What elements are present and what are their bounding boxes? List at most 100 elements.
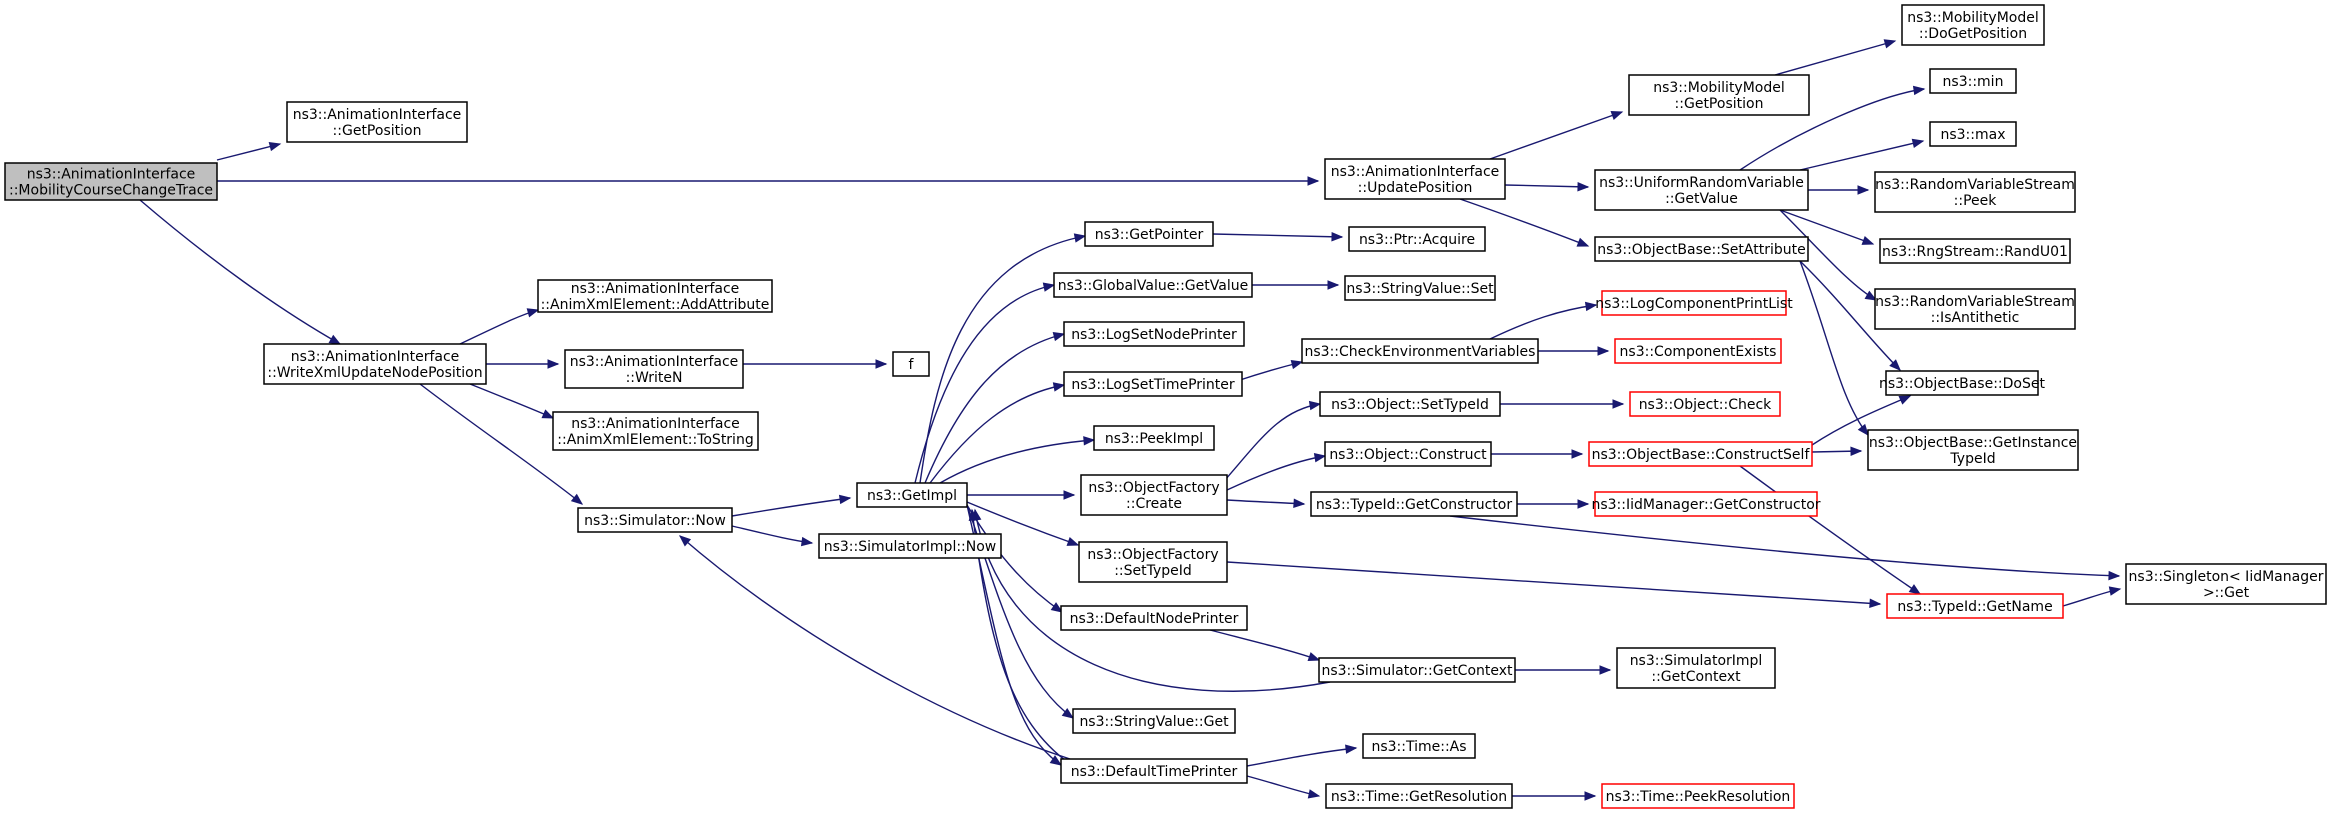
graph-node-n15[interactable]: ns3::AnimationInterface::AnimXmlElement:… bbox=[537, 279, 773, 313]
node-label-line: ::IsAntithetic bbox=[1931, 310, 2020, 326]
node-box bbox=[1344, 275, 1496, 301]
graph-node-n38[interactable]: ns3::IidManager::GetConstructor bbox=[1591, 491, 1821, 517]
graph-node-n47[interactable]: ns3::Time::As bbox=[1362, 733, 1476, 759]
arrowhead-n37-n41 bbox=[2108, 570, 2121, 581]
graph-node-n26[interactable]: ns3::LogSetNodePrinter bbox=[1063, 321, 1245, 347]
graph-node-n2[interactable]: ns3::AnimationInterface::UpdatePosition bbox=[1324, 158, 1506, 200]
edge-n3-n19 bbox=[419, 383, 583, 505]
graph-node-n23[interactable]: ns3::Ptr::Acquire bbox=[1348, 226, 1486, 252]
graph-node-n48[interactable]: ns3::Time::GetResolution bbox=[1325, 783, 1513, 809]
edge-n20-n31 bbox=[939, 439, 1095, 484]
arrowhead-n20-n22 bbox=[1073, 233, 1087, 243]
edge-n42-n43 bbox=[1209, 629, 1320, 661]
arrowhead-n6-n10 bbox=[1861, 235, 1875, 245]
node-box bbox=[577, 507, 733, 533]
graph-node-n32[interactable]: ns3::ObjectFactory::Create bbox=[1080, 474, 1228, 516]
graph-node-n22[interactable]: ns3::GetPointer bbox=[1084, 221, 1214, 247]
nodes-layer: ns3::AnimationInterface::MobilityCourseC… bbox=[4, 4, 2327, 809]
graph-node-n19[interactable]: ns3::Simulator::Now bbox=[577, 507, 733, 533]
graph-node-n44[interactable]: ns3::SimulatorImpl::GetContext bbox=[1616, 647, 1776, 689]
node-label-line: ::AnimXmlElement::AddAttribute bbox=[541, 297, 770, 313]
node-box bbox=[1594, 491, 1818, 517]
graph-node-n8[interactable]: ns3::max bbox=[1929, 121, 2017, 147]
edge-n2-n4 bbox=[1489, 111, 1623, 160]
node-label-line: ns3::RandomVariableStream bbox=[1875, 294, 2075, 310]
node-box bbox=[1901, 4, 2045, 46]
graph-node-n45[interactable]: ns3::StringValue::Get bbox=[1072, 708, 1236, 734]
node-label-line: ns3::GetImpl bbox=[867, 488, 957, 504]
graph-node-n34[interactable]: ns3::Object::Check bbox=[1629, 391, 1781, 417]
arrowhead-n6-n8 bbox=[1911, 138, 1925, 149]
node-label-line: ns3::ObjectBase::ConstructSelf bbox=[1592, 447, 1811, 463]
edge-n46-n47 bbox=[1246, 747, 1357, 767]
graph-node-n40[interactable]: ns3::TypeId::GetName bbox=[1886, 593, 2064, 619]
graph-node-n20[interactable]: ns3::GetImpl bbox=[856, 482, 968, 508]
node-box bbox=[1362, 733, 1476, 759]
graph-node-n28[interactable]: ns3::CheckEnvironmentVariables bbox=[1301, 338, 1539, 364]
graph-node-n41[interactable]: ns3::Singleton< IidManager>::Get bbox=[2125, 563, 2327, 605]
graph-node-n39[interactable]: ns3::ObjectFactory::SetTypeId bbox=[1078, 541, 1228, 583]
graph-node-n49[interactable]: ns3::Time::PeekResolution bbox=[1601, 783, 1795, 809]
arrowhead-n40-n41 bbox=[2108, 586, 2122, 596]
graph-node-n33[interactable]: ns3::Object::SetTypeId bbox=[1319, 391, 1501, 417]
graph-node-n35[interactable]: ns3::Object::Construct bbox=[1324, 441, 1492, 467]
node-label-line: ns3::SimulatorImpl bbox=[1630, 653, 1763, 669]
graph-node-n37[interactable]: ns3::TypeId::GetConstructor bbox=[1310, 491, 1518, 517]
arrowhead-n16-n17 bbox=[875, 359, 888, 369]
graph-node-n0[interactable]: ns3::AnimationInterface::MobilityCourseC… bbox=[4, 162, 218, 201]
graph-node-n36[interactable]: ns3::ObjectBase::ConstructSelf bbox=[1588, 441, 1813, 467]
node-box bbox=[1084, 221, 1214, 247]
graph-node-n29[interactable]: ns3::LogComponentPrintList bbox=[1595, 290, 1793, 316]
node-box bbox=[1319, 391, 1501, 417]
node-label-line: ns3::ObjectBase::DoSet bbox=[1879, 376, 2045, 392]
node-label-line: ns3::Time::GetResolution bbox=[1331, 789, 1507, 805]
graph-node-n7[interactable]: ns3::min bbox=[1929, 68, 2017, 94]
graph-node-n43[interactable]: ns3::Simulator::GetContext bbox=[1318, 657, 1516, 683]
graph-node-n31[interactable]: ns3::PeekImpl bbox=[1093, 425, 1215, 451]
arrowhead-n20-n27 bbox=[1052, 382, 1066, 392]
graph-node-n9[interactable]: ns3::RandomVariableStream::Peek bbox=[1874, 171, 2076, 213]
graph-node-n46[interactable]: ns3::DefaultTimePrinter bbox=[1060, 758, 1248, 784]
node-box bbox=[564, 349, 744, 389]
arrowhead-n0-n1 bbox=[268, 141, 282, 152]
graph-node-n24[interactable]: ns3::GlobalValue::GetValue bbox=[1053, 272, 1253, 298]
node-label-line: ::GetPosition bbox=[333, 123, 422, 139]
graph-node-n1[interactable]: ns3::AnimationInterface::GetPosition bbox=[286, 101, 468, 143]
edge-n6-n11 bbox=[1779, 209, 1877, 301]
graph-node-n12[interactable]: ns3::ObjectBase::SetAttribute bbox=[1594, 236, 1809, 262]
arrowhead-n3-n16 bbox=[547, 359, 560, 369]
graph-node-n10[interactable]: ns3::RngStream::RandU01 bbox=[1879, 238, 2071, 264]
arrowhead-n6-n11 bbox=[1864, 290, 1878, 301]
graph-node-n25[interactable]: ns3::StringValue::Set bbox=[1344, 275, 1496, 301]
graph-node-n13[interactable]: ns3::ObjectBase::DoSet bbox=[1879, 370, 2045, 396]
node-label-line: ::AnimXmlElement::ToString bbox=[557, 432, 753, 448]
arrowhead-n3-n18 bbox=[541, 409, 555, 419]
node-box bbox=[856, 482, 968, 508]
node-box bbox=[1616, 647, 1776, 689]
node-label-line: ::WriteXmlUpdateNodePosition bbox=[267, 365, 482, 381]
graph-node-n27[interactable]: ns3::LogSetTimePrinter bbox=[1063, 371, 1243, 397]
arrowhead-n46-n19 bbox=[678, 535, 692, 547]
graph-node-n18[interactable]: ns3::AnimationInterface::AnimXmlElement:… bbox=[552, 411, 759, 451]
arrowhead-n28-n30 bbox=[1597, 346, 1610, 356]
node-box bbox=[1614, 338, 1782, 364]
graph-node-n16[interactable]: ns3::AnimationInterface::WriteN bbox=[564, 349, 744, 389]
graph-node-n21[interactable]: ns3::SimulatorImpl::Now bbox=[818, 533, 1002, 559]
graph-node-n5[interactable]: ns3::MobilityModel::DoGetPosition bbox=[1901, 4, 2045, 46]
node-label-line: ns3::CheckEnvironmentVariables bbox=[1305, 344, 1536, 360]
graph-node-n42[interactable]: ns3::DefaultNodePrinter bbox=[1060, 605, 1248, 631]
graph-node-n11[interactable]: ns3::RandomVariableStream::IsAntithetic bbox=[1874, 288, 2076, 330]
arrowhead-n46-n47 bbox=[1345, 744, 1358, 754]
graph-node-n6[interactable]: ns3::UniformRandomVariable::GetValue bbox=[1594, 169, 1809, 211]
graph-node-n17[interactable]: f bbox=[892, 351, 930, 377]
graph-node-n30[interactable]: ns3::ComponentExists bbox=[1614, 338, 1782, 364]
arrowhead-n32-n33 bbox=[1308, 400, 1322, 411]
arrowhead-n6-n9 bbox=[1857, 185, 1870, 195]
edge-n46-n48 bbox=[1246, 775, 1320, 797]
graph-node-n3[interactable]: ns3::AnimationInterface::WriteXmlUpdateN… bbox=[263, 343, 487, 385]
node-box bbox=[1874, 171, 2076, 213]
node-box bbox=[1093, 425, 1215, 451]
node-label-line: ns3::RandomVariableStream bbox=[1875, 177, 2075, 193]
graph-node-n4[interactable]: ns3::MobilityModel::GetPosition bbox=[1628, 74, 1810, 116]
